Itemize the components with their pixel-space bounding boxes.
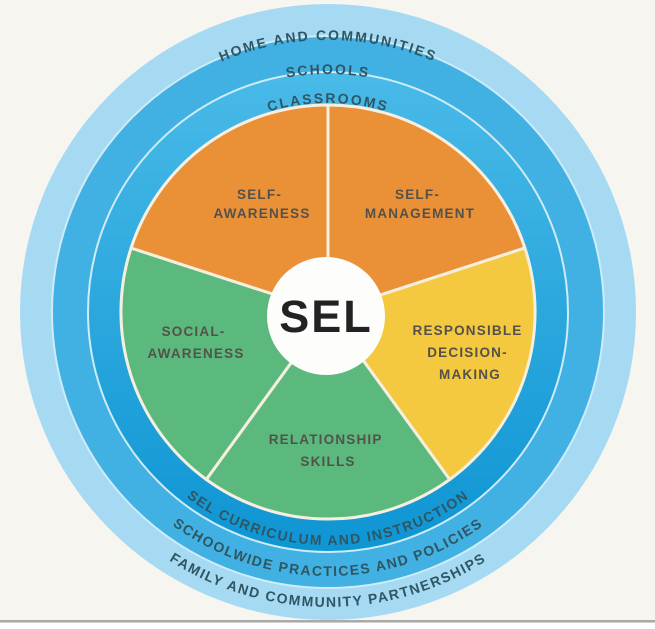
ring-separator bbox=[51, 35, 605, 589]
footer-background bbox=[0, 623, 655, 629]
slice-label-social-awareness: SOCIAL- AWARENESS bbox=[147, 324, 244, 361]
ring-separator bbox=[87, 71, 569, 553]
center-circle bbox=[267, 257, 385, 375]
slice-label-self-awareness: SELF- AWARENESS bbox=[213, 187, 310, 221]
pie-slice-self-management bbox=[326, 103, 527, 314]
bottom-divider-line bbox=[0, 620, 655, 623]
slice-label-relationship-skills: RELATIONSHIP SKILLS bbox=[269, 432, 388, 469]
pie-slice-self-awareness bbox=[129, 103, 330, 314]
slice-label-self-management: SELF- MANAGEMENT bbox=[365, 187, 475, 221]
slice-label-responsible-decision-making: RESPONSIBLE DECISION- MAKING bbox=[413, 323, 528, 382]
center-sel-label: SEL bbox=[279, 291, 373, 342]
pie-slice-relationship-skills bbox=[204, 310, 452, 521]
